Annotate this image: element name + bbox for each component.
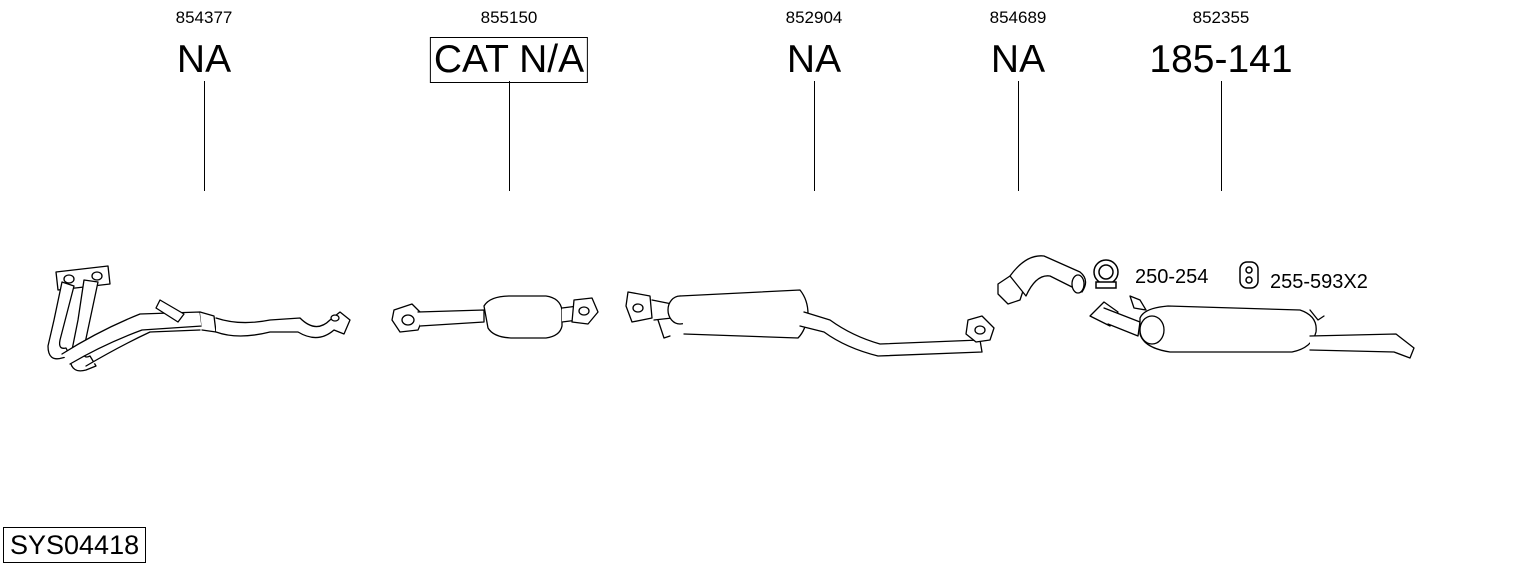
- leader-line-1: [204, 81, 205, 191]
- catalytic-converter-icon: [391, 295, 599, 339]
- leader-line-2: [509, 81, 510, 191]
- part-number-5: 852355: [1192, 8, 1250, 27]
- clamp-icon: [1093, 259, 1119, 289]
- rubber-hanger-icon: [1239, 261, 1259, 289]
- leader-line-3: [814, 81, 815, 191]
- part-reference-4: NA: [990, 38, 1046, 81]
- exhaust-manifold-icon: [47, 265, 351, 372]
- centre-silencer-icon: [625, 289, 995, 357]
- system-code-label: SYS04418: [3, 527, 147, 563]
- part-number-1: 854377: [175, 8, 233, 27]
- part-reference-2: CAT N/A: [429, 37, 589, 83]
- part-reference-1: NA: [176, 38, 232, 81]
- rear-silencer-icon: [1089, 295, 1415, 359]
- part-number-2: 855150: [480, 8, 538, 27]
- intermediate-pipe-icon: [997, 255, 1087, 305]
- part-reference-5: 185-141: [1149, 38, 1293, 81]
- accessory-label-hanger: 255-593X2: [1270, 271, 1368, 293]
- leader-line-5: [1221, 81, 1222, 191]
- part-reference-3: NA: [786, 38, 842, 81]
- leader-line-4: [1018, 81, 1019, 191]
- part-number-4: 854689: [989, 8, 1047, 27]
- accessory-label-clamp: 250-254: [1135, 266, 1209, 288]
- part-number-3: 852904: [785, 8, 843, 27]
